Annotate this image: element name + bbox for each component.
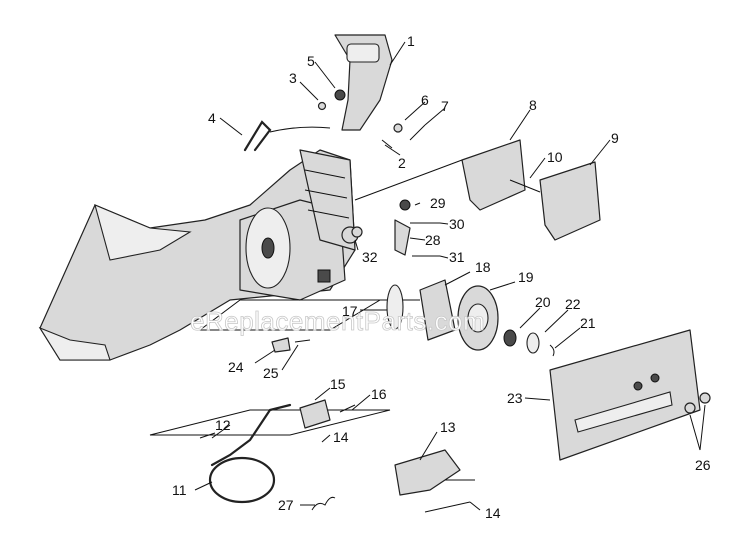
callout-5: 5 bbox=[307, 53, 315, 69]
leader-plane-11 bbox=[149, 409, 391, 436]
leader-line-8 bbox=[354, 159, 463, 201]
screw-part-25 bbox=[294, 339, 311, 343]
plate-part-9 bbox=[539, 161, 601, 241]
callout-23: 23 bbox=[507, 390, 523, 406]
callout-4: 4 bbox=[208, 110, 216, 126]
spring-part-27 bbox=[311, 496, 336, 511]
arrow-line-4 bbox=[269, 126, 331, 133]
callout-2: 2 bbox=[398, 155, 406, 171]
nut-part-26a bbox=[684, 402, 696, 414]
screw-part-14b bbox=[424, 501, 471, 513]
callout-12: 12 bbox=[215, 417, 231, 433]
callout-24: 24 bbox=[228, 359, 244, 375]
callout-18: 18 bbox=[475, 259, 491, 275]
washer-part-6 bbox=[393, 123, 403, 133]
callout-1: 1 bbox=[407, 33, 415, 49]
bracket-part-24 bbox=[271, 337, 291, 353]
callout-13: 13 bbox=[440, 419, 456, 435]
callout-3: 3 bbox=[289, 70, 297, 86]
nut-part-26b bbox=[699, 392, 711, 404]
callout-32: 32 bbox=[362, 249, 378, 265]
callout-9: 9 bbox=[611, 130, 619, 146]
clutch-part-18 bbox=[419, 279, 456, 341]
callout-6: 6 bbox=[421, 92, 429, 108]
leader-lines bbox=[194, 41, 611, 511]
screw-part-7 bbox=[409, 124, 426, 141]
bolt-part-10 bbox=[509, 179, 541, 193]
callout-26: 26 bbox=[695, 457, 711, 473]
lever-part-13 bbox=[394, 449, 461, 496]
callout-14-brake: 14 bbox=[333, 429, 349, 445]
pin-part-16 bbox=[339, 404, 356, 413]
plate-part-8 bbox=[461, 139, 526, 211]
pin-part-2 bbox=[381, 139, 393, 149]
callout-30: 30 bbox=[449, 216, 465, 232]
callout-31: 31 bbox=[449, 249, 465, 265]
clip-part-21 bbox=[549, 344, 555, 357]
nut-part-3 bbox=[317, 101, 327, 111]
callout-28: 28 bbox=[425, 232, 441, 248]
callout-19: 19 bbox=[518, 269, 534, 285]
callout-14-lever: 14 bbox=[485, 505, 501, 521]
bolt-part-5 bbox=[334, 89, 346, 101]
chainsaw-housing bbox=[38, 149, 420, 361]
bracket-part-28 bbox=[394, 219, 411, 256]
pin-part-12 bbox=[199, 432, 216, 439]
callout-21: 21 bbox=[580, 315, 596, 331]
callout-16: 16 bbox=[371, 386, 387, 402]
linkage-part-15 bbox=[210, 403, 292, 467]
callout-15: 15 bbox=[330, 376, 346, 392]
callout-7: 7 bbox=[441, 98, 449, 114]
callout-27: 27 bbox=[278, 497, 294, 513]
band-part-11 bbox=[208, 456, 276, 504]
callout-17: 17 bbox=[342, 303, 358, 319]
nut-part-29 bbox=[399, 199, 411, 211]
bearing-part-20 bbox=[503, 329, 517, 347]
wire-part-4 bbox=[243, 120, 272, 152]
watermark-text: eReplacementParts.com bbox=[190, 306, 485, 336]
washer-part-22 bbox=[526, 332, 540, 354]
callout-29: 29 bbox=[430, 195, 446, 211]
callout-labels: 1 2 3 4 5 6 7 8 9 10 11 12 13 14 14 14 1… bbox=[172, 33, 711, 521]
callout-8: 8 bbox=[529, 97, 537, 113]
nut-part-32 bbox=[351, 226, 363, 238]
callout-11: 11 bbox=[172, 482, 187, 498]
callout-20: 20 bbox=[535, 294, 551, 310]
callout-22: 22 bbox=[565, 296, 581, 312]
cover-part-23 bbox=[549, 329, 701, 461]
handle-part-1 bbox=[334, 34, 393, 131]
callout-25: 25 bbox=[263, 365, 279, 381]
washer-part-17 bbox=[386, 284, 404, 330]
callout-10: 10 bbox=[547, 149, 563, 165]
